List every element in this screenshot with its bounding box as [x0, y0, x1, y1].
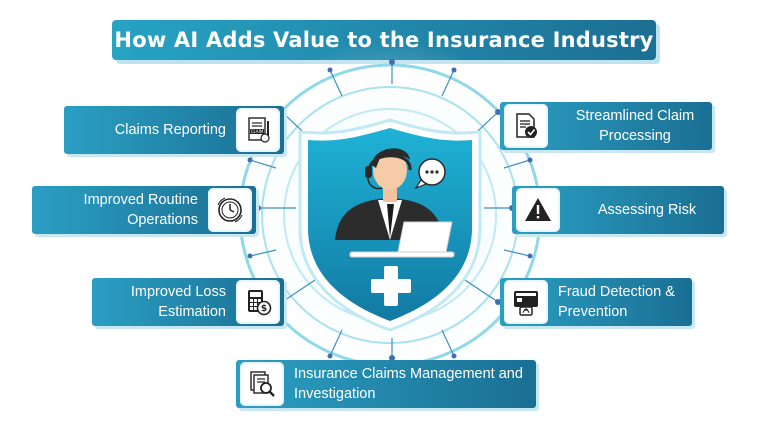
warning-icon [518, 190, 558, 230]
feature-label: Fraud Detection & Prevention [558, 284, 675, 320]
feature-card-routine-operations: Improved Routine Operations [32, 186, 256, 234]
fingerprint-lock-icon [506, 282, 546, 322]
feature-label: Claims Reporting [114, 122, 226, 138]
clock-icon [210, 190, 250, 230]
document-search-icon [242, 364, 282, 404]
feature-label: Improved Loss Estimation [130, 284, 226, 320]
svg-text:$: $ [261, 304, 267, 314]
document-check-icon [506, 106, 546, 146]
claim-icon-text: CLAIM [251, 129, 264, 134]
feature-card-claims-reporting: Claims Reporting CLAIM [64, 106, 284, 154]
feature-card-claim-processing: Streamlined Claim Processing [500, 102, 712, 150]
calculator-dollar-icon: $ [238, 282, 278, 322]
feature-card-loss-estimation: Improved Loss Estimation $ [92, 278, 284, 326]
feature-label: Streamlined Claim Processing [575, 108, 695, 144]
feature-label: Insurance Claims Management and Investig… [294, 366, 523, 402]
chat-bubble-icon [414, 158, 446, 190]
medical-plus-icon [371, 266, 411, 306]
feature-card-assessing-risk: Assessing Risk [512, 186, 724, 234]
laptop-icon [349, 221, 455, 258]
feature-card-claims-management: Insurance Claims Management and Investig… [236, 360, 536, 408]
claim-form-icon: CLAIM [238, 110, 278, 150]
feature-label: Assessing Risk [597, 202, 697, 218]
title-banner: How AI Adds Value to the Insurance Indus… [112, 20, 656, 60]
feature-label: Improved Routine Operations [83, 192, 198, 228]
feature-card-fraud-detection: Fraud Detection & Prevention [500, 278, 692, 326]
